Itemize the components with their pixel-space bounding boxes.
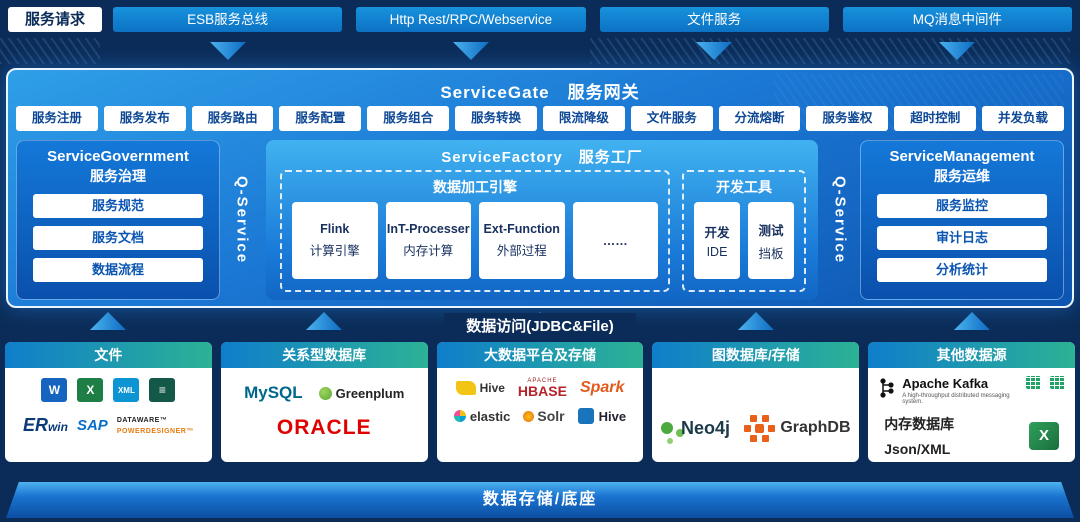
data-storage-base-band: 数据存储/底座 xyxy=(6,482,1074,518)
sap-logo: SAP xyxy=(76,417,108,434)
kafka-subtitle: A high-throughput distributed messaging … xyxy=(902,393,1010,405)
management-item: 分析统计 xyxy=(877,258,1047,282)
factory-title: ServiceFactory 服务工厂 xyxy=(441,149,643,166)
mq-middleware-button: MQ消息中间件 xyxy=(842,7,1072,32)
engine-item-int-processer: InT-Processer 内存计算 xyxy=(385,202,471,279)
management-title-zh: 服务运维 xyxy=(934,168,990,184)
gateway-item: 服务发布 xyxy=(103,106,186,131)
card-relational-db: 关系型数据库 MySQL Greenplum ORACLE xyxy=(220,342,428,462)
kafka-logo: Apache Kafka xyxy=(902,376,989,391)
greenplum-icon xyxy=(318,386,332,400)
service-gate-panel: ServiceGate 服务网关 服务注册 服务发布 服务路由 服务配置 服务组… xyxy=(6,68,1074,308)
greenplum-logo: Greenplum xyxy=(318,386,404,401)
http-rest-rpc-button: Http Rest/RPC/Webservice xyxy=(356,7,586,32)
q-service-label-left: Q-Service xyxy=(233,175,251,265)
hatch-decoration xyxy=(0,38,100,64)
service-request-label: 服务请求 xyxy=(8,7,102,32)
governance-item: 数据流程 xyxy=(33,258,203,282)
hatch-decoration xyxy=(590,38,1070,64)
dev-tools-group: 开发工具 开发 IDE 测试 挡板 xyxy=(682,170,806,292)
gateway-capability-row: 服务注册 服务发布 服务路由 服务配置 服务组合 服务转换 限流降级 文件服务 … xyxy=(16,106,1064,131)
gateway-item: 服务组合 xyxy=(367,106,450,131)
governance-item: 服务规范 xyxy=(33,194,203,218)
esb-bus-button: ESB服务总线 xyxy=(113,7,343,32)
card-bigdata-title: 大数据平台及存储 xyxy=(436,342,644,368)
devtool-item-ide: 开发 IDE xyxy=(694,202,740,279)
engine-item-ext-function: Ext-Function 外部过程 xyxy=(479,202,565,279)
excel-icon: X xyxy=(1028,421,1059,450)
datasource-cards-row: 文件 W X XML ≡ ERwin SAP DATAWARE™ POWERDE… xyxy=(5,342,1075,462)
management-title-en: ServiceManagement xyxy=(889,148,1035,165)
elastic-logo: elastic xyxy=(453,409,510,424)
service-management-box: ServiceManagement 服务运维 服务监控 审计日志 分析统计 xyxy=(860,140,1064,300)
solr-icon xyxy=(523,410,535,422)
service-gate-title: ServiceGate 服务网关 xyxy=(440,83,640,102)
management-item: 服务监控 xyxy=(877,194,1047,218)
request-channel-bar: ESB服务总线 Http Rest/RPC/Webservice 文件服务 MQ… xyxy=(113,7,1072,32)
engine-item-more: …… xyxy=(572,202,658,279)
txt-icon: ≡ xyxy=(149,378,176,402)
erwin-logo: ERwin xyxy=(22,415,68,435)
management-item: 审计日志 xyxy=(877,226,1047,250)
gateway-item: 服务鉴权 xyxy=(806,106,889,131)
governance-item: 服务文档 xyxy=(33,226,203,250)
graphdb-icon xyxy=(755,423,765,433)
card-graph-db: 图数据库/存储 Neo4j GraphDB xyxy=(652,342,860,462)
word-icon: W xyxy=(41,378,68,402)
table-icon xyxy=(1025,376,1041,389)
devtools-group-title: 开发工具 xyxy=(716,179,772,195)
neo4j-logo: Neo4j xyxy=(661,418,730,439)
table-icon xyxy=(1049,376,1065,389)
kafka-icon xyxy=(880,378,894,398)
spark-logo: Spark xyxy=(579,379,625,396)
service-factory-box: ServiceFactory 服务工厂 数据加工引擎 Flink 计算引擎 In… xyxy=(266,140,818,300)
xml-icon: XML xyxy=(113,378,140,402)
gateway-item: 并发负载 xyxy=(982,106,1064,131)
card-other-sources: 其他数据源 Apache Kafka A high-throughput dis… xyxy=(868,342,1075,462)
oracle-logo: ORACLE xyxy=(276,416,372,439)
data-processing-engine-group: 数据加工引擎 Flink 计算引擎 InT-Processer 内存计算 Ext… xyxy=(280,170,670,292)
engine-group-title: 数据加工引擎 xyxy=(433,179,517,195)
governance-title-en: ServiceGovernment xyxy=(47,148,189,165)
data-access-band: 数据访问(JDBC&File) xyxy=(0,313,1080,338)
gateway-item: 服务路由 xyxy=(191,106,274,131)
devtool-item-mock: 测试 挡板 xyxy=(748,202,794,279)
down-arrow-icon xyxy=(453,42,489,60)
mysql-logo: MySQL xyxy=(244,383,303,402)
neo4j-icon xyxy=(661,422,674,434)
down-arrow-icon xyxy=(210,42,246,60)
excel-icon: X xyxy=(77,378,104,402)
card-relational-db-title: 关系型数据库 xyxy=(220,342,428,368)
gateway-item: 服务配置 xyxy=(279,106,362,131)
gateway-item: 限流降级 xyxy=(542,106,625,131)
governance-title-zh: 服务治理 xyxy=(90,168,146,184)
hive-box-icon xyxy=(577,408,594,424)
gateway-item: 超时控制 xyxy=(894,106,977,131)
graphdb-logo: GraphDB xyxy=(747,414,851,443)
gateway-item: 文件服务 xyxy=(630,106,713,131)
data-access-label: 数据访问(JDBC&File) xyxy=(444,313,636,338)
gateway-item: 服务注册 xyxy=(16,106,98,131)
service-governance-box: ServiceGovernment 服务治理 服务规范 服务文档 数据流程 xyxy=(16,140,220,300)
file-service-button: 文件服务 xyxy=(599,7,829,32)
hive-logo: Hive xyxy=(455,381,505,395)
powerdesigner-logo: POWERDESIGNER™ xyxy=(116,427,194,435)
hive-icon xyxy=(455,381,476,395)
q-service-label-right: Q-Service xyxy=(831,175,849,265)
card-files-title: 文件 xyxy=(5,342,212,368)
solr-logo: Solr xyxy=(523,408,565,424)
gateway-item: 分流熔断 xyxy=(718,106,801,131)
card-other-sources-title: 其他数据源 xyxy=(868,342,1075,368)
card-files: 文件 W X XML ≡ ERwin SAP DATAWARE™ POWERDE… xyxy=(5,342,212,462)
memory-db-label: 内存数据库 xyxy=(884,416,955,432)
card-graph-db-title: 图数据库/存储 xyxy=(652,342,860,368)
dataware-logo: DATAWARE™ xyxy=(116,416,168,424)
gateway-item: 服务转换 xyxy=(455,106,537,131)
elastic-icon xyxy=(453,410,466,422)
engine-item-flink: Flink 计算引擎 xyxy=(292,202,378,279)
json-xml-label: Json/XML xyxy=(884,441,951,457)
hive2-logo: Hive xyxy=(577,408,626,424)
